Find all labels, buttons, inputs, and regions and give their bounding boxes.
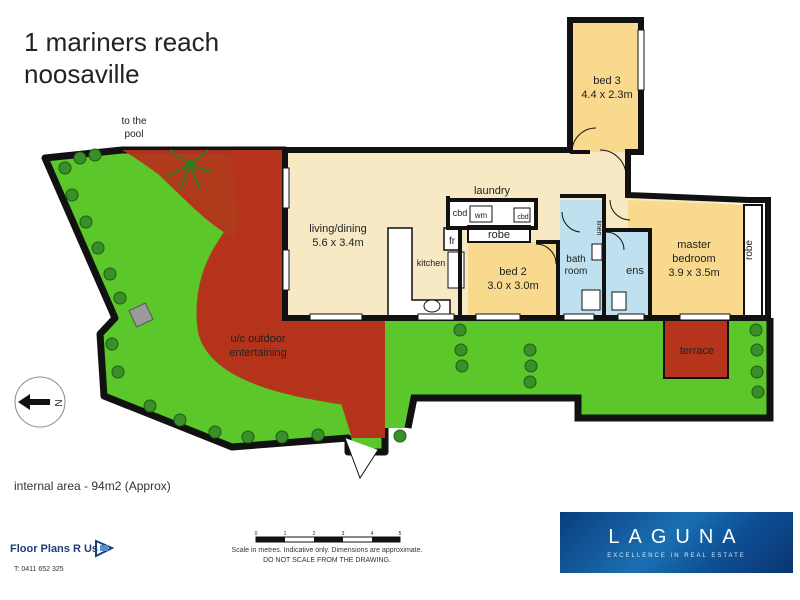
bed2-size: 3.0 x 3.0m xyxy=(487,280,538,292)
terrace-area xyxy=(663,317,729,379)
suburb-line: noosaville xyxy=(24,59,140,89)
bed3-label: bed 3 xyxy=(593,75,621,87)
kitchen-label: kitchen xyxy=(417,258,446,268)
room-bed2 xyxy=(468,242,558,316)
brand-logo-icon xyxy=(95,539,115,558)
linen-label: linen xyxy=(595,221,602,236)
scale-tick-1: 1 xyxy=(284,531,287,537)
room-bed3 xyxy=(570,20,641,152)
scale-note-line1: Scale in metres. Indicative only. Dimens… xyxy=(231,547,423,554)
shrubs xyxy=(58,148,765,444)
bathroom-label-1: bath xyxy=(566,254,585,265)
pool-label-1: to the xyxy=(121,116,146,127)
bed2-label: bed 2 xyxy=(499,266,527,278)
master-label-2: bedroom xyxy=(672,253,715,265)
north-label: N xyxy=(52,399,63,406)
bed3-size: 4.4 x 2.3m xyxy=(581,89,632,101)
scale-bar: 0 1 2 3 4 5 xyxy=(255,531,402,543)
living-label: living/dining xyxy=(309,223,366,235)
external-walls xyxy=(282,17,771,321)
scale-tick-4: 4 xyxy=(371,531,374,537)
scale-note: Scale in metres. Indicative only. Dimens… xyxy=(212,546,442,566)
room-master-bedroom xyxy=(628,200,748,316)
scale-tick-2: 2 xyxy=(313,531,316,537)
outdoor-label-2: entertaining xyxy=(229,347,287,359)
laundry-label: laundry xyxy=(474,185,511,197)
cbd-label: cbd xyxy=(453,208,468,218)
agency-banner: LAGUNA EXCELLENCE IN REAL ESTATE xyxy=(560,512,793,573)
address-line: 1 mariners reach xyxy=(24,27,220,57)
living-size: 5.6 x 3.4m xyxy=(312,237,363,249)
scale-tick-5: 5 xyxy=(399,531,402,537)
master-label-1: master xyxy=(677,239,711,251)
scale-note-line2: DO NOT SCALE FROM THE DRAWING. xyxy=(263,557,391,564)
scale-tick-0: 0 xyxy=(255,531,258,537)
scale-tick-3: 3 xyxy=(342,531,345,537)
north-compass: N xyxy=(14,376,66,428)
windows xyxy=(282,29,731,321)
agency-tagline: EXCELLENCE IN REAL ESTATE xyxy=(607,553,746,559)
master-robe-label: robe xyxy=(744,240,755,260)
bathroom-label-2: room xyxy=(565,266,588,277)
plan-title: 1 mariners reach noosaville xyxy=(24,26,219,90)
agency-name: LAGUNA xyxy=(608,526,745,548)
bed2-robe-label: robe xyxy=(488,229,510,241)
side-lawn-wall xyxy=(404,318,774,429)
pool-label-2: pool xyxy=(125,129,144,140)
ensuite-label: ens xyxy=(626,265,644,277)
brand-phone: T: 0411 652 325 xyxy=(14,566,64,573)
master-size: 3.9 x 3.5m xyxy=(668,267,719,279)
fridge-label: fr xyxy=(449,236,456,247)
outdoor-label-1: u/c outdoor xyxy=(230,333,285,345)
palm-tree xyxy=(167,149,213,191)
fixtures xyxy=(423,205,627,313)
cbd-label-2: cbd xyxy=(517,214,528,221)
terrace-label: terrace xyxy=(680,345,714,357)
garden-shed xyxy=(128,302,154,328)
north-arrow-icon xyxy=(18,394,50,410)
door-swings xyxy=(344,127,631,480)
internal-area: internal area - 94m2 (Approx) xyxy=(14,479,171,493)
brand-name: Floor Plans R Us xyxy=(10,543,99,555)
wm-label: wm xyxy=(474,211,488,220)
outdoor-path xyxy=(122,150,385,438)
internal-walls xyxy=(446,150,652,318)
